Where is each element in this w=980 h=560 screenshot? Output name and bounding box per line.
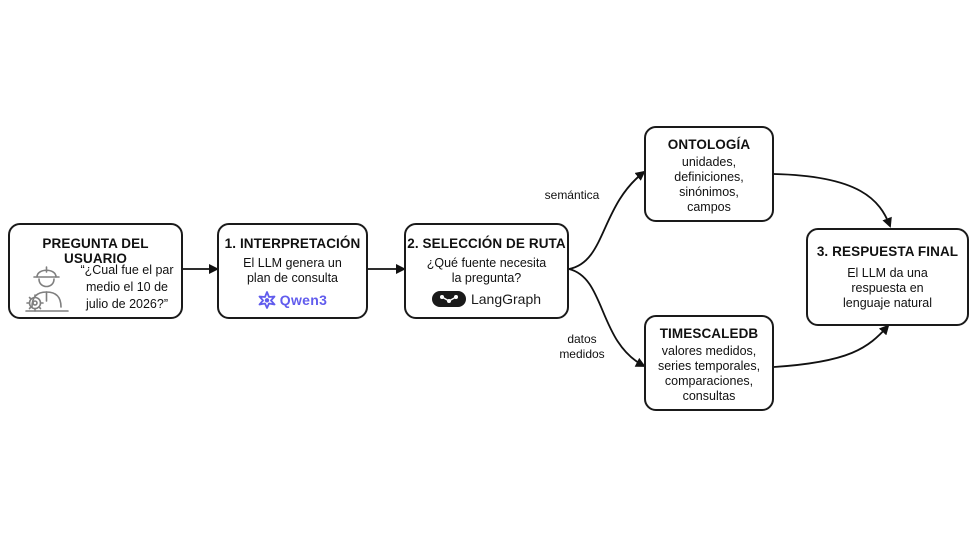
route-selection-box: 2. SELECCIÓN DE RUTA ¿Qué fuente necesit… xyxy=(404,223,569,319)
interpretation-box: 1. INTERPRETACIÓN El LLM genera un plan … xyxy=(217,223,368,319)
interpretation-text: El LLM genera un plan de consulta xyxy=(243,256,342,285)
langgraph-logo: LangGraph xyxy=(406,291,567,307)
ontology-text: unidades, definiciones, sinónimos, campo… xyxy=(674,155,744,214)
arrow-ontology-to-final xyxy=(773,173,892,228)
edge-label-semantic: semántica xyxy=(544,188,600,202)
user-question-box: PREGUNTA DEL USUARIO “¿Cual fue el par m… xyxy=(8,223,183,319)
final-answer-title: 3. RESPUESTA FINAL xyxy=(816,244,959,259)
interpretation-title: 1. INTERPRETACIÓN xyxy=(224,236,361,251)
arrow-routing-to-ontology xyxy=(568,170,646,270)
arrow-timescale-to-final xyxy=(773,324,890,368)
qwen-star-icon xyxy=(258,291,276,309)
qwen-logo-text: Qwen3 xyxy=(279,292,328,308)
timescaledb-box: TIMESCALEDB valores medidos, series temp… xyxy=(644,315,774,411)
arrow-routing-to-timescale xyxy=(568,268,646,367)
ontology-box: ONTOLOGÍA unidades, definiciones, sinóni… xyxy=(644,126,774,222)
langgraph-logo-text: LangGraph xyxy=(470,291,542,307)
ontology-title: ONTOLOGÍA xyxy=(667,137,751,152)
route-selection-title: 2. SELECCIÓN DE RUTA xyxy=(407,236,566,251)
engineer-with-gear-icon xyxy=(25,266,69,312)
user-question-title: PREGUNTA DEL USUARIO xyxy=(42,236,149,266)
final-answer-text: El LLM da una respuesta en lenguaje natu… xyxy=(843,266,932,310)
final-answer-box: 3. RESPUESTA FINAL El LLM da una respues… xyxy=(806,228,969,326)
langgraph-mark-icon xyxy=(431,291,466,307)
qwen-logo: Qwen3 xyxy=(219,291,366,309)
edge-label-measured: datos medidos xyxy=(559,332,605,361)
timescaledb-title: TIMESCALEDB xyxy=(659,326,759,341)
user-question-text: “¿Cual fue el par medio el 10 de julio d… xyxy=(80,263,174,311)
route-selection-text: ¿Qué fuente necesita la pregunta? xyxy=(426,256,547,285)
timescaledb-text: valores medidos, series temporales, comp… xyxy=(657,344,761,403)
